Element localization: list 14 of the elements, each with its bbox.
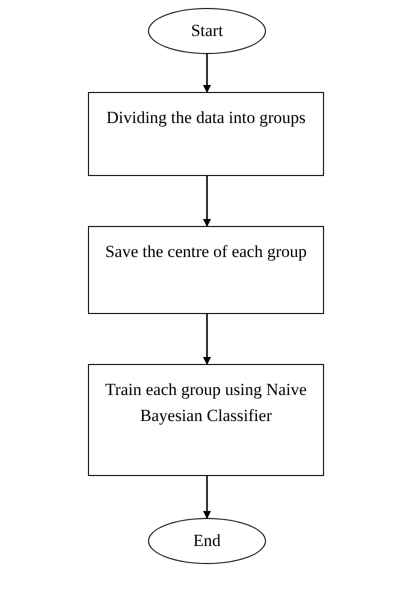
arrow	[203, 176, 211, 227]
node-label: Dividing the data into groups	[105, 107, 307, 129]
arrow	[203, 476, 211, 519]
node-label: Save the centre of each group	[104, 241, 308, 263]
arrow	[203, 54, 211, 93]
terminal-ellipse	[148, 8, 266, 54]
process-box	[88, 364, 324, 476]
arrow	[203, 314, 211, 365]
terminal-ellipse	[148, 518, 266, 564]
process-box	[88, 226, 324, 314]
node-label: Train each group using Naive Bayesian Classifier	[104, 379, 308, 427]
node-label: Start	[190, 20, 224, 42]
node-label: End	[192, 530, 222, 552]
process-box	[88, 92, 324, 176]
